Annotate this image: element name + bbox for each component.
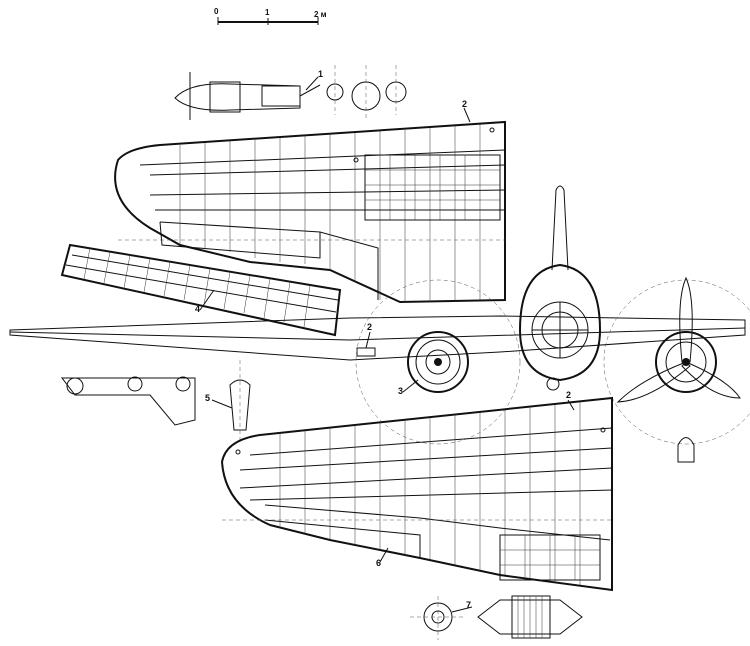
scale-bar (217, 17, 319, 25)
callout-5: 5 (205, 393, 211, 403)
lower-wing-hatch-grid (500, 535, 600, 580)
scale-two-meters: 2 м (314, 10, 327, 19)
upper-wing-ribs (179, 124, 481, 302)
callout-2-centre: 2 (367, 322, 373, 332)
scale-one: 1 (265, 8, 270, 17)
callout-1: 1 (318, 69, 324, 79)
callout-4: 4 (195, 304, 201, 314)
landing-gear-detail (60, 360, 251, 440)
callout-2-upper: 2 (462, 99, 468, 109)
lower-wing-planform (220, 396, 613, 592)
callout-2-lower: 2 (566, 390, 572, 400)
upper-wing-planform (114, 120, 506, 304)
callout-6: 6 (376, 558, 382, 568)
engine-nacelle-right (603, 276, 750, 463)
upper-wing-hatch-grid (365, 155, 500, 220)
front-view-centre-section (9, 185, 746, 391)
container-fins (517, 596, 543, 638)
leader-lines (199, 76, 575, 613)
lower-wing-ribs (279, 402, 581, 585)
bomb-side-view (174, 65, 407, 120)
engine-nacelle-left (355, 279, 521, 445)
flap-panel (60, 243, 342, 337)
container-detail (410, 595, 583, 640)
callout-7: 7 (466, 600, 472, 610)
scale-zero: 0 (214, 7, 219, 16)
callout-3: 3 (398, 386, 404, 396)
